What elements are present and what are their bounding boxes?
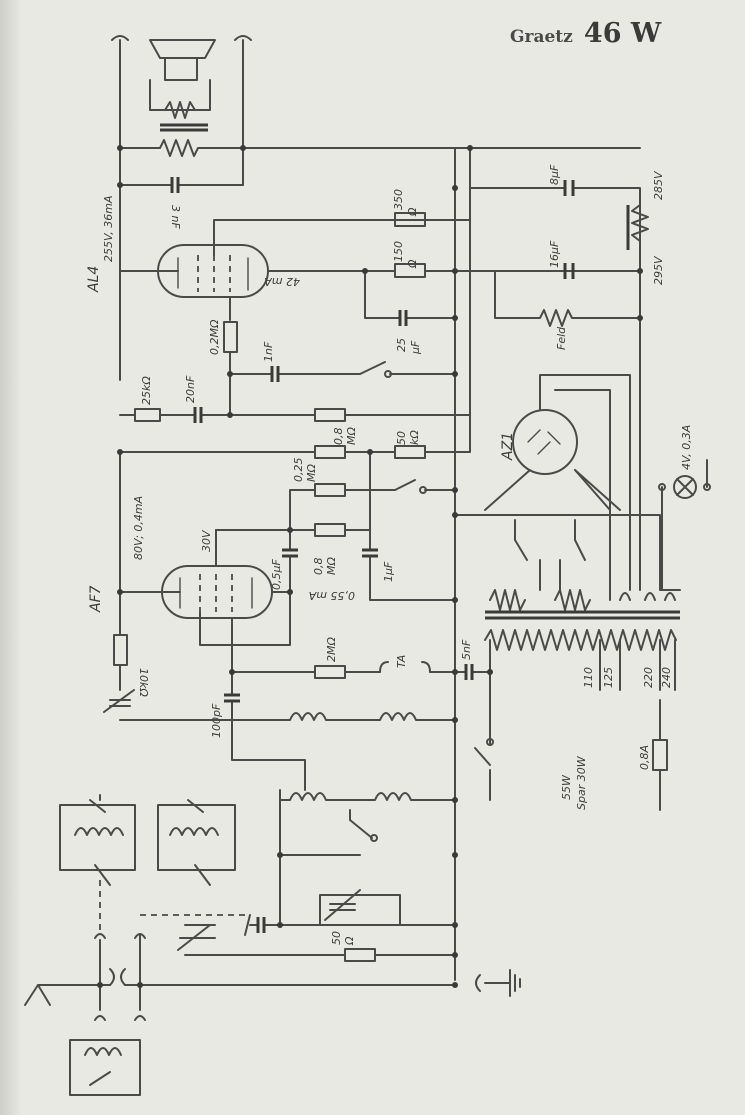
switch-az1-right (559, 519, 586, 591)
power-transformer (484, 589, 680, 651)
label-150: 150Ω (392, 241, 419, 269)
rf-coil-row (279, 792, 456, 801)
tone-switch (359, 361, 456, 375)
trimmer-10k (103, 689, 135, 713)
label-tap-220: 220 (642, 667, 655, 688)
label-25k: 25kΩ (140, 376, 153, 405)
capacitor-8uf (563, 180, 575, 196)
label-pilot-lamp: 4V, 0,3A (680, 425, 693, 470)
scan-edge-shadow (0, 0, 22, 1115)
switch-af7 (394, 479, 456, 491)
resistor-150 (394, 263, 426, 278)
label-fuse: 0,8A (638, 745, 651, 770)
label-ta: TA (395, 655, 408, 668)
capacitor-16uf (563, 263, 575, 279)
label-1uf: 1µF (382, 561, 395, 582)
capacitor-3nf (170, 177, 180, 193)
label-af7-rating: 80V; 0,4mA (132, 496, 145, 560)
label-02m: 0,2MΩ (208, 319, 221, 355)
tuning-capacitor (319, 889, 401, 926)
label-af7-screen: 30V (200, 529, 213, 552)
label-50k: 50kΩ (395, 430, 421, 445)
antenna-icon (24, 984, 81, 1006)
label-5nf: 5nF (460, 639, 473, 660)
title-model: 46 W (583, 18, 662, 49)
label-1nf: 1nF (262, 341, 275, 362)
switch-az1-left (514, 519, 541, 591)
label-3nf: 3 nF (169, 205, 182, 229)
capacitor-20nf (193, 407, 203, 423)
ground-icon (475, 969, 521, 997)
label-feld: Feld (555, 326, 568, 350)
resistor-08m-low (314, 523, 346, 537)
label-295v: 295V (652, 255, 665, 285)
coil-box-right (157, 799, 236, 886)
label-al4-rating: 255V, 36mA (102, 196, 115, 263)
jack-top-right (234, 35, 252, 186)
label-25uf: 25µF (395, 338, 422, 355)
coil-box-bottom (69, 1039, 141, 1096)
jack-top-left (111, 35, 129, 381)
junction-dots (97, 145, 643, 988)
label-al4-cathode: 42 mA (264, 275, 300, 288)
mains-switch (474, 739, 491, 801)
capacitor-1nf (270, 366, 280, 382)
fuse-08a (652, 739, 668, 771)
choke-285v (631, 204, 649, 242)
wire-al4-screen (213, 147, 471, 256)
title-brand: Graetz (510, 27, 573, 47)
capacitor-1uf (362, 548, 378, 558)
resistor-02m (223, 321, 238, 353)
label-20nf: 20nF (184, 375, 197, 403)
capacitor-05uf (282, 548, 298, 558)
resistor-10k (113, 634, 128, 666)
capacitor-input (256, 917, 266, 933)
resistor-25k (134, 408, 161, 422)
label-af7-cathode: 0,55 mA (309, 589, 355, 602)
coil-box-left (59, 794, 136, 886)
wave-switch (349, 809, 373, 839)
label-8uf: 8µF (548, 164, 561, 185)
label-af7: AF7 (88, 585, 104, 613)
label-al4: AL4 (86, 266, 102, 293)
label-285v: 285V (652, 170, 665, 200)
resistor-08m-top (314, 408, 346, 422)
label-05uf: 0,5µF (270, 559, 283, 590)
label-tap-125: 125 (602, 667, 615, 688)
label-025m: 0,25MΩ (292, 458, 318, 483)
capacitor-5nf (464, 664, 474, 680)
label-power-line2: Spar 30W (575, 755, 588, 810)
resistor-50 (344, 948, 376, 962)
field-coil (494, 270, 641, 327)
label-10k: 10kΩ (137, 668, 150, 697)
resistor-50k (394, 445, 426, 459)
resistor-r08-row2 (314, 445, 346, 459)
rf-choke-row (119, 712, 456, 721)
pilot-lamp-icon (673, 475, 697, 499)
label-tap-240: 240 (660, 667, 673, 688)
capacitor-25uf (398, 310, 408, 326)
wire-285v (469, 187, 641, 591)
label-08m-low: 0,8MΩ (312, 557, 338, 575)
label-az1: AZ1 (500, 432, 516, 461)
tube-az1-icon (512, 409, 578, 475)
trimmer-input (177, 924, 216, 951)
resistor-2m (314, 665, 346, 679)
label-2m: 2MΩ (325, 637, 338, 662)
resistor-025m (314, 483, 346, 497)
loudspeaker-icon (149, 39, 216, 132)
tap-jack (379, 661, 431, 673)
diagram-title: Graetz 46 W (510, 18, 661, 49)
label-08m-top: 0,8MΩ (332, 427, 358, 445)
label-50: 50Ω (330, 931, 356, 946)
label-power-line1: 55W (560, 774, 573, 800)
label-16uf: 16µF (548, 240, 561, 268)
resistor-350 (394, 212, 426, 227)
label-tap-110: 110 (582, 667, 595, 688)
label-350: 350Ω (392, 189, 419, 217)
capacitor-100pf (224, 693, 240, 703)
output-transformer (119, 139, 641, 157)
